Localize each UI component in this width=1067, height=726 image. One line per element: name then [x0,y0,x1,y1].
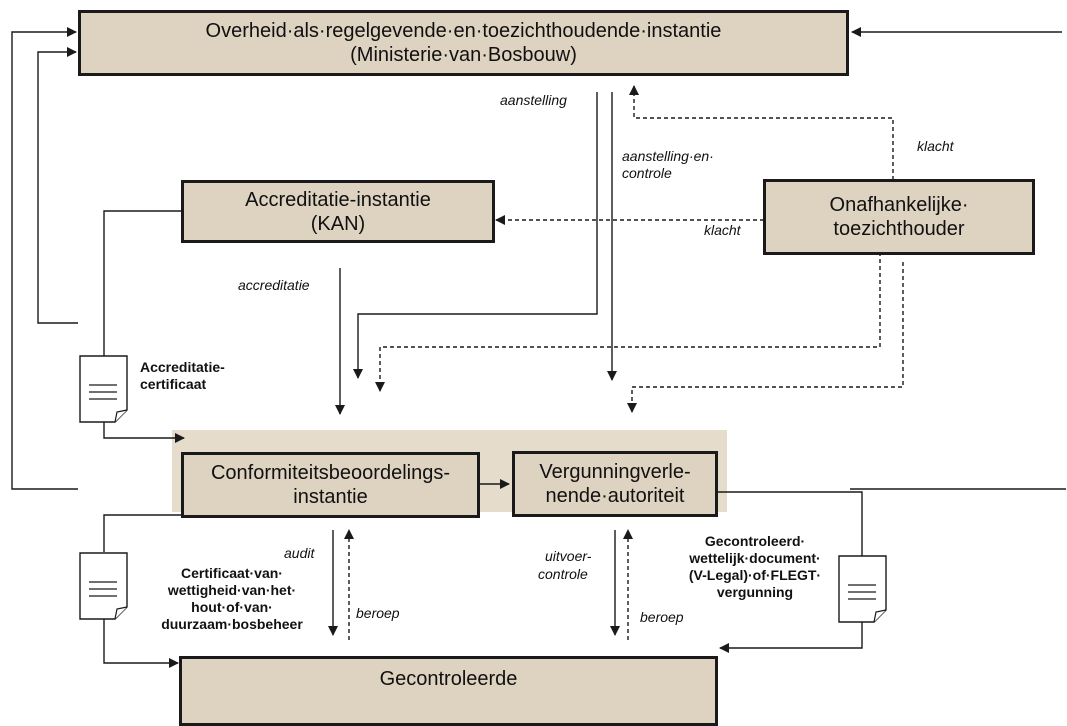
vergunning-box: Vergunningverle- nende·autoriteit [512,451,718,517]
overheid-box: Overheid·als·regelgevende·en·toezichthou… [78,10,849,76]
toezicht-vergunning-arrow [627,262,904,413]
label-audit: audit [284,545,315,561]
conformiteit-box: Conformiteitsbeoordelings- instantie [181,452,480,518]
onafhankelijke-title: Onafhankelijke· [829,194,969,216]
accreditatie-box: Accreditatie-instantie (KAN) [181,180,495,243]
label-aanstelling-controle-2: controle [622,165,672,181]
accreditatie-cert-arrow [103,422,185,443]
label-beroep-right: beroep [640,609,684,625]
label-uitvoer-1: uitvoer- [545,548,592,564]
gecontroleerde-title: Gecontroleerde [379,668,518,690]
accreditatie-cert-label: Accreditatie- certificaat [140,359,225,392]
label-klacht-top: klacht [917,138,954,154]
accreditatie-document-icon [79,355,128,423]
gecontroleerd-doc-label: Gecontroleerd· wettelijk·document· (V-Le… [688,533,822,600]
label-klacht-mid: klacht [704,222,741,238]
accreditatie-cert-line [103,210,182,356]
vergunning-title: Vergunningverle- [539,461,691,483]
label-uitvoer-2: controle [538,566,588,582]
vergunning-doc-line [716,491,863,556]
gecontroleerde-box: Gecontroleerde [179,656,718,726]
conformiteit-subtitle: instantie [293,486,368,508]
label-aanstelling: aanstelling [500,92,567,108]
aanstelling-arrow [353,92,598,379]
vergunning-doc-arrow [719,622,863,653]
vergunning-document-icon [838,555,887,623]
klacht-top-arrow [629,85,894,180]
label-beroep-left: beroep [356,605,400,621]
overheid-title: Overheid·als·regelgevende·en·toezichthou… [205,20,722,42]
certificaat-document-icon [79,552,128,620]
vergunning-subtitle: nende·autoriteit [545,485,685,507]
label-aanstelling-controle-1: aanstelling·en· [622,148,714,164]
certificaat-line [103,514,182,552]
outer-loop-line [11,27,78,490]
certificaat-label: Certificaat·van· wettigheid·van·het· hou… [161,565,303,632]
onafhankelijke-subtitle: toezichthouder [833,218,965,240]
overheid-subtitle: (Ministerie·van·Bosbouw) [350,44,577,66]
accreditatie-feedback-line [37,47,78,324]
conformiteit-title: Conformiteitsbeoordelings- [210,462,450,484]
toezicht-conformiteit-arrow [375,252,881,392]
certificaat-arrow [103,617,179,668]
accreditatie-subtitle: (KAN) [310,212,366,235]
label-accreditatie: accreditatie [238,277,310,293]
onafhankelijke-box: Onafhankelijke· toezichthouder [763,179,1035,255]
accreditatie-title: Accreditatie-instantie [245,188,431,211]
